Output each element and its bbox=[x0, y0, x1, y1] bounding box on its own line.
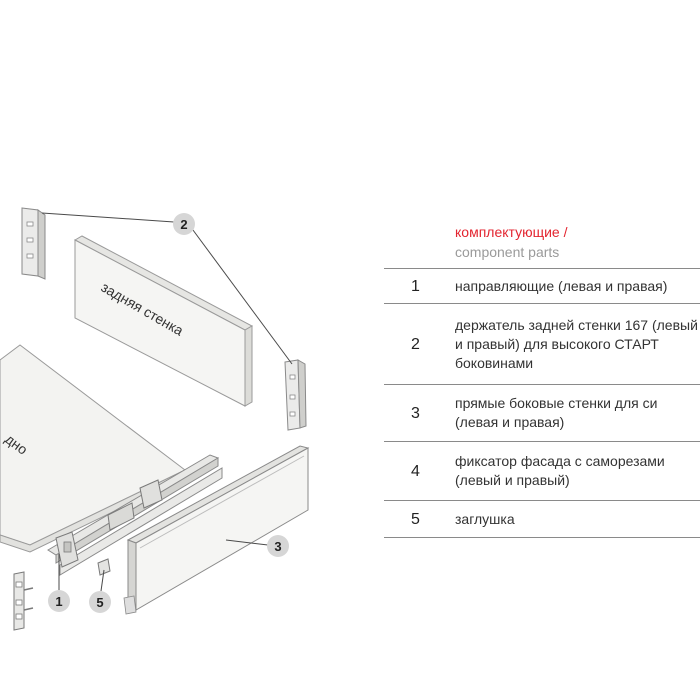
part-number: 4 bbox=[384, 441, 447, 501]
callout-1: 1 bbox=[48, 590, 70, 612]
parts-row: 5 заглушка bbox=[384, 500, 700, 538]
back-panel: задняя стенка bbox=[73, 235, 254, 407]
part-description: направляющие (левая и правая) bbox=[447, 268, 700, 304]
callout-2-label: 2 bbox=[180, 217, 187, 232]
callout-3-label: 3 bbox=[274, 539, 281, 554]
callout-5: 5 bbox=[89, 591, 111, 613]
leader-lines bbox=[41, 212, 293, 592]
parts-row: 3 прямые боковые стенки для си (левая и … bbox=[384, 384, 700, 442]
part-number: 2 bbox=[384, 303, 447, 385]
bottom-panel: дно bbox=[0, 344, 186, 553]
part-description-line: (левая и правая) bbox=[455, 414, 565, 430]
part-description-line: (левый и правый) bbox=[455, 472, 570, 488]
back-holder-right bbox=[284, 359, 307, 431]
callout-5-label: 5 bbox=[96, 595, 103, 610]
part-description: держатель задней стенки 167 (левый и пра… bbox=[447, 303, 700, 385]
part-description: заглушка bbox=[447, 500, 700, 538]
part-description-line: и правый) для высокого СТАРТ bbox=[455, 335, 659, 352]
front-fixer bbox=[13, 571, 34, 631]
parts-header: комплектующие / component parts bbox=[455, 222, 568, 262]
parts-row: 4 фиксатор фасада с саморезами (левый и … bbox=[384, 441, 700, 501]
parts-row: 1 направляющие (левая и правая) bbox=[384, 268, 700, 304]
parts-title-en: component parts bbox=[455, 244, 560, 260]
parts-table: 1 направляющие (левая и правая) 2 держат… bbox=[384, 268, 700, 538]
part-description-line: фиксатор фасада с саморезами bbox=[455, 453, 665, 469]
side-wall bbox=[123, 445, 310, 615]
cap bbox=[97, 558, 111, 576]
part-description-line: боковинами bbox=[455, 354, 534, 371]
callout-2: 2 bbox=[173, 213, 195, 235]
part-description: фиксатор фасада с саморезами (левый и пр… bbox=[447, 441, 700, 501]
callout-3: 3 bbox=[267, 535, 289, 557]
parts-row: 2 держатель задней стенки 167 (левый и п… bbox=[384, 303, 700, 385]
part-description-line: заглушка bbox=[455, 510, 515, 527]
part-description-line: прямые боковые стенки для си bbox=[455, 395, 658, 411]
part-number: 1 bbox=[384, 268, 447, 304]
callout-1-label: 1 bbox=[55, 594, 62, 609]
part-number: 5 bbox=[384, 500, 447, 538]
part-number: 3 bbox=[384, 384, 447, 442]
back-holder-left bbox=[21, 207, 46, 280]
part-description-line: направляющие (левая и правая) bbox=[455, 277, 668, 294]
parts-title-ru: комплектующие / bbox=[455, 224, 568, 240]
part-description: прямые боковые стенки для си (левая и пр… bbox=[447, 384, 700, 442]
part-description-line: держатель задней стенки 167 (левый bbox=[455, 316, 698, 333]
runner bbox=[47, 454, 223, 576]
